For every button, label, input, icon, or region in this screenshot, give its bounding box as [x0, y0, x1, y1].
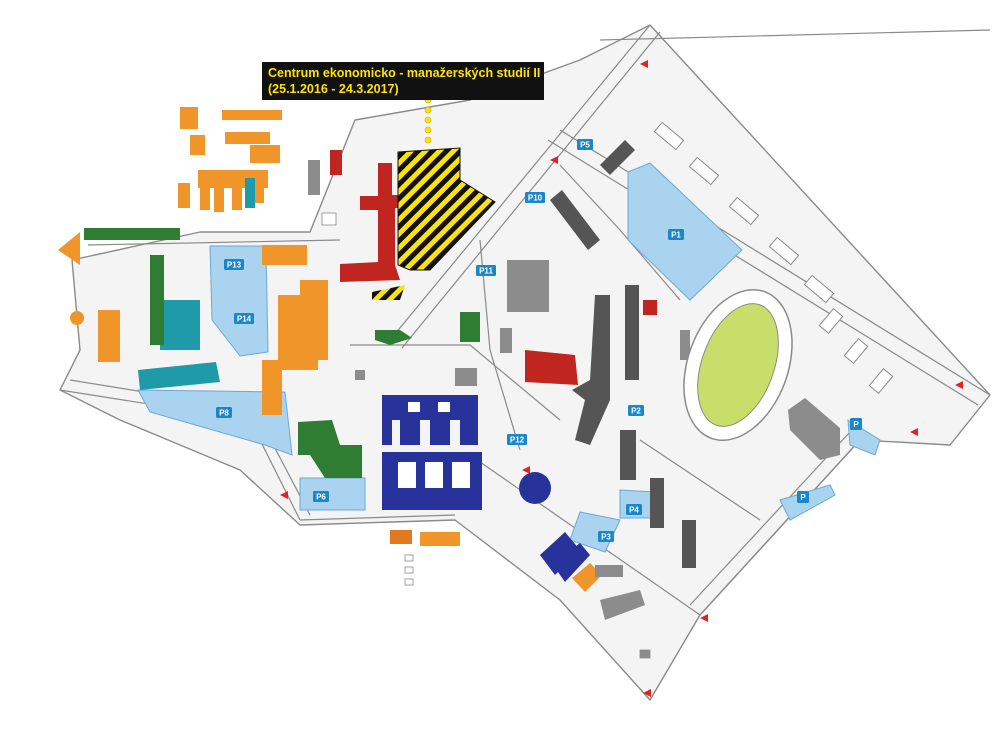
- parking-label-text: P1: [671, 231, 681, 240]
- construction-area: [372, 147, 496, 300]
- parking-label-text: P13: [227, 261, 242, 270]
- parking-label-text: P: [800, 493, 806, 502]
- parking-label-p-southeast: P: [797, 491, 809, 503]
- parking-label-p4: P4: [626, 504, 642, 515]
- parking-label-p14: P14: [234, 313, 254, 324]
- parking-label-p3: P3: [598, 531, 614, 542]
- parking-label-text: P: [853, 420, 859, 429]
- green-buildings: [84, 228, 480, 478]
- red-buildings: [330, 150, 657, 385]
- stadium: [683, 288, 793, 442]
- parking-label-p2: P2: [628, 405, 644, 416]
- parking-label-text: P11: [479, 267, 493, 276]
- parking-label-text: P6: [316, 493, 326, 502]
- parking-label-text: P4: [629, 506, 639, 515]
- parking-label-text: P14: [237, 315, 252, 324]
- misc-features: [321, 212, 651, 659]
- teal-buildings: [138, 178, 255, 390]
- parking-label-p10: P10: [525, 192, 545, 203]
- parking-label-text: P12: [510, 436, 525, 445]
- parking-label-p8: P8: [216, 407, 232, 418]
- parking-label-text: P8: [219, 409, 229, 418]
- construction-callout: Centrum ekonomicko - manažerských studií…: [262, 62, 544, 100]
- navy-building-courtyards: [398, 402, 470, 488]
- parking-label-text: P5: [580, 141, 590, 150]
- outline-blocks: [653, 121, 894, 394]
- parking-label-text: P10: [528, 194, 543, 203]
- parking-label-p-east: P: [850, 418, 862, 430]
- entrance-markers: [280, 60, 963, 697]
- parking-label-text: P3: [601, 533, 611, 542]
- parking-label-p12: P12: [507, 434, 527, 445]
- callout-dates: (25.1.2016 - 24.3.2017): [268, 82, 399, 96]
- parking-label-p11: P11: [476, 265, 496, 276]
- parking-label-p5: P5: [577, 139, 593, 150]
- parking-label-p6: P6: [313, 491, 329, 502]
- parking-areas: [137, 162, 881, 553]
- parking-label-text: P2: [631, 407, 641, 416]
- orange-buildings: [58, 107, 602, 592]
- parking-label-p1: P1: [668, 229, 684, 240]
- callout-title: Centrum ekonomicko - manažerských studií…: [268, 66, 541, 80]
- parking-label-p13: P13: [224, 259, 244, 270]
- dark-gray-buildings: [550, 140, 696, 568]
- gray-buildings: [308, 160, 840, 620]
